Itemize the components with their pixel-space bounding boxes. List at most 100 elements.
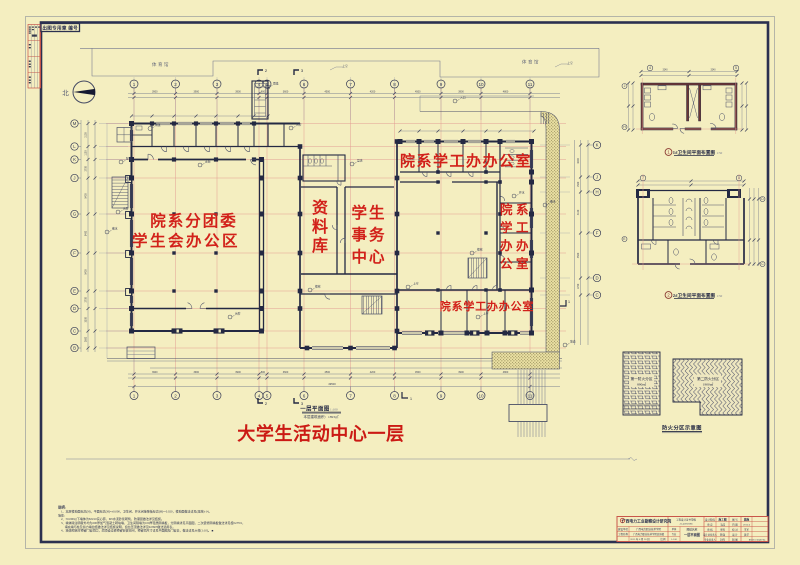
drawing-line (392, 95, 397, 100)
drawing-rect (297, 306, 303, 311)
dim-left: 5400 (85, 230, 88, 236)
drawing-line (687, 69, 691, 74)
drawing-rect (436, 180, 440, 184)
drawing-rect (28, 60, 31, 62)
grid-bubble-right: F (596, 231, 599, 236)
drawing-line (108, 229, 112, 233)
dim-right: 3200 (577, 158, 580, 164)
drawing-line (265, 376, 269, 380)
plan-annotation: 散水 (550, 200, 556, 204)
drawing-rect (484, 288, 488, 292)
drawing-rect (135, 125, 143, 131)
drawing-line (86, 346, 90, 350)
d1-dim: 3240 (662, 70, 668, 72)
drawing-line (744, 81, 749, 85)
drawing-rect (460, 139, 466, 144)
drawing-rect (529, 179, 534, 185)
drawing-rect (251, 121, 257, 126)
room-affairs-row: 学生 (351, 203, 386, 222)
drawing-line (546, 202, 550, 206)
d2-bubble: E (623, 237, 625, 241)
dim-top: 3900 (458, 90, 464, 93)
grid-bubble-left: M (73, 121, 77, 126)
drawing-line (735, 73, 739, 78)
drawing-path (554, 63, 569, 68)
grid-bubble-top: 2 (174, 82, 177, 87)
drawing-ellipse (509, 155, 515, 159)
drawing-line (132, 95, 136, 100)
drawing-rect (129, 328, 134, 334)
dim-top: 3900 (152, 90, 158, 93)
grid-bubble-left: C (73, 329, 76, 334)
drawing-line (740, 128, 744, 132)
plan-annotation: 散水 (112, 227, 118, 231)
plan-annotations: 散水 雨篷 台阶 入口 散水 上空 台阶 上空 盥洗 开水 配电 雨篷 楼梯 楼… (104, 82, 576, 348)
titleblock-r1c2: 施工图 (718, 517, 726, 521)
drawing-rect (394, 306, 400, 311)
drawing-line (456, 98, 460, 102)
void-label: 上空 (342, 64, 348, 68)
drawing-line (302, 372, 306, 376)
text-scale: 1:100 (330, 408, 338, 412)
drawing-line (689, 179, 693, 183)
drawing-line (392, 372, 397, 376)
drawing-rect (28, 30, 31, 32)
drawing-line (626, 81, 631, 85)
drawing-line (119, 209, 123, 213)
d1-bubble: 4 (649, 66, 651, 70)
detail2-number: 2 (667, 293, 670, 298)
drawing-line (173, 372, 178, 376)
drawing-line (439, 372, 443, 376)
drawing-line (302, 376, 306, 380)
d2-bubble: D (761, 197, 764, 201)
room-labels: 院系分团委 学生会办公区 资 料 库 学生 事务 中心 院系学工办办公室 院系 … (132, 152, 533, 313)
drawing-line (151, 126, 155, 129)
drawing-rect (129, 250, 134, 256)
dim-top: 3600 (283, 90, 289, 93)
dim-bottom: 3600 (283, 371, 289, 374)
dim-left: 2700 (85, 165, 88, 171)
drawing-rect (428, 331, 432, 335)
text-title: 1#卫生间平面布置图 (673, 149, 716, 156)
drawing-line (439, 95, 443, 100)
titleblock-major_label: 专业 (672, 532, 677, 536)
titleblock-r3c3: 校 对 (732, 527, 738, 531)
drawing-path (257, 69, 263, 75)
dim-left: 3300 (85, 316, 88, 322)
drawing-rect (686, 84, 689, 122)
drawing-rect (129, 306, 134, 311)
drawing-rect (529, 287, 534, 293)
drawing-line (86, 144, 90, 149)
grid-bubble-top: 8 (393, 82, 396, 87)
drawing-rect (436, 170, 440, 174)
titleblock-r3c4: 王军 (744, 527, 750, 531)
drawing-ellipse (703, 219, 709, 226)
drawing-line (398, 129, 402, 133)
d2-bubble: C (761, 262, 764, 266)
gym-label-right: 体育馆 (522, 59, 540, 66)
drawing-line (215, 372, 219, 376)
room-affairs-row: 中心 (351, 247, 386, 266)
stamp-box: 出图专用章 编号 (40, 22, 81, 33)
drawing-rect (498, 288, 502, 292)
text-area: 890㎡ (637, 381, 646, 386)
drawing-rect (529, 169, 534, 175)
grid-bubble-left: B (73, 346, 76, 351)
drawing-line (392, 376, 397, 380)
drawing-line (461, 129, 465, 133)
drawing-rect (28, 66, 31, 68)
drawing-path (685, 225, 693, 230)
drawing-circle (646, 64, 654, 72)
dim-top: 4200 (370, 90, 376, 93)
drawing-path (329, 66, 344, 71)
dim-bottom: 3900 (152, 371, 158, 374)
grid-bubble-top: 9 (440, 82, 443, 87)
drawing-rect (35, 26, 37, 28)
drawing-rect (397, 139, 403, 144)
dim-bottom: 3900 (235, 371, 241, 374)
grid-bubble-bottom: 1 (133, 393, 136, 398)
text-title: 2#卫生间平面布置图 (673, 292, 716, 299)
drawing-rect (725, 94, 733, 101)
drawing-line (257, 95, 261, 100)
